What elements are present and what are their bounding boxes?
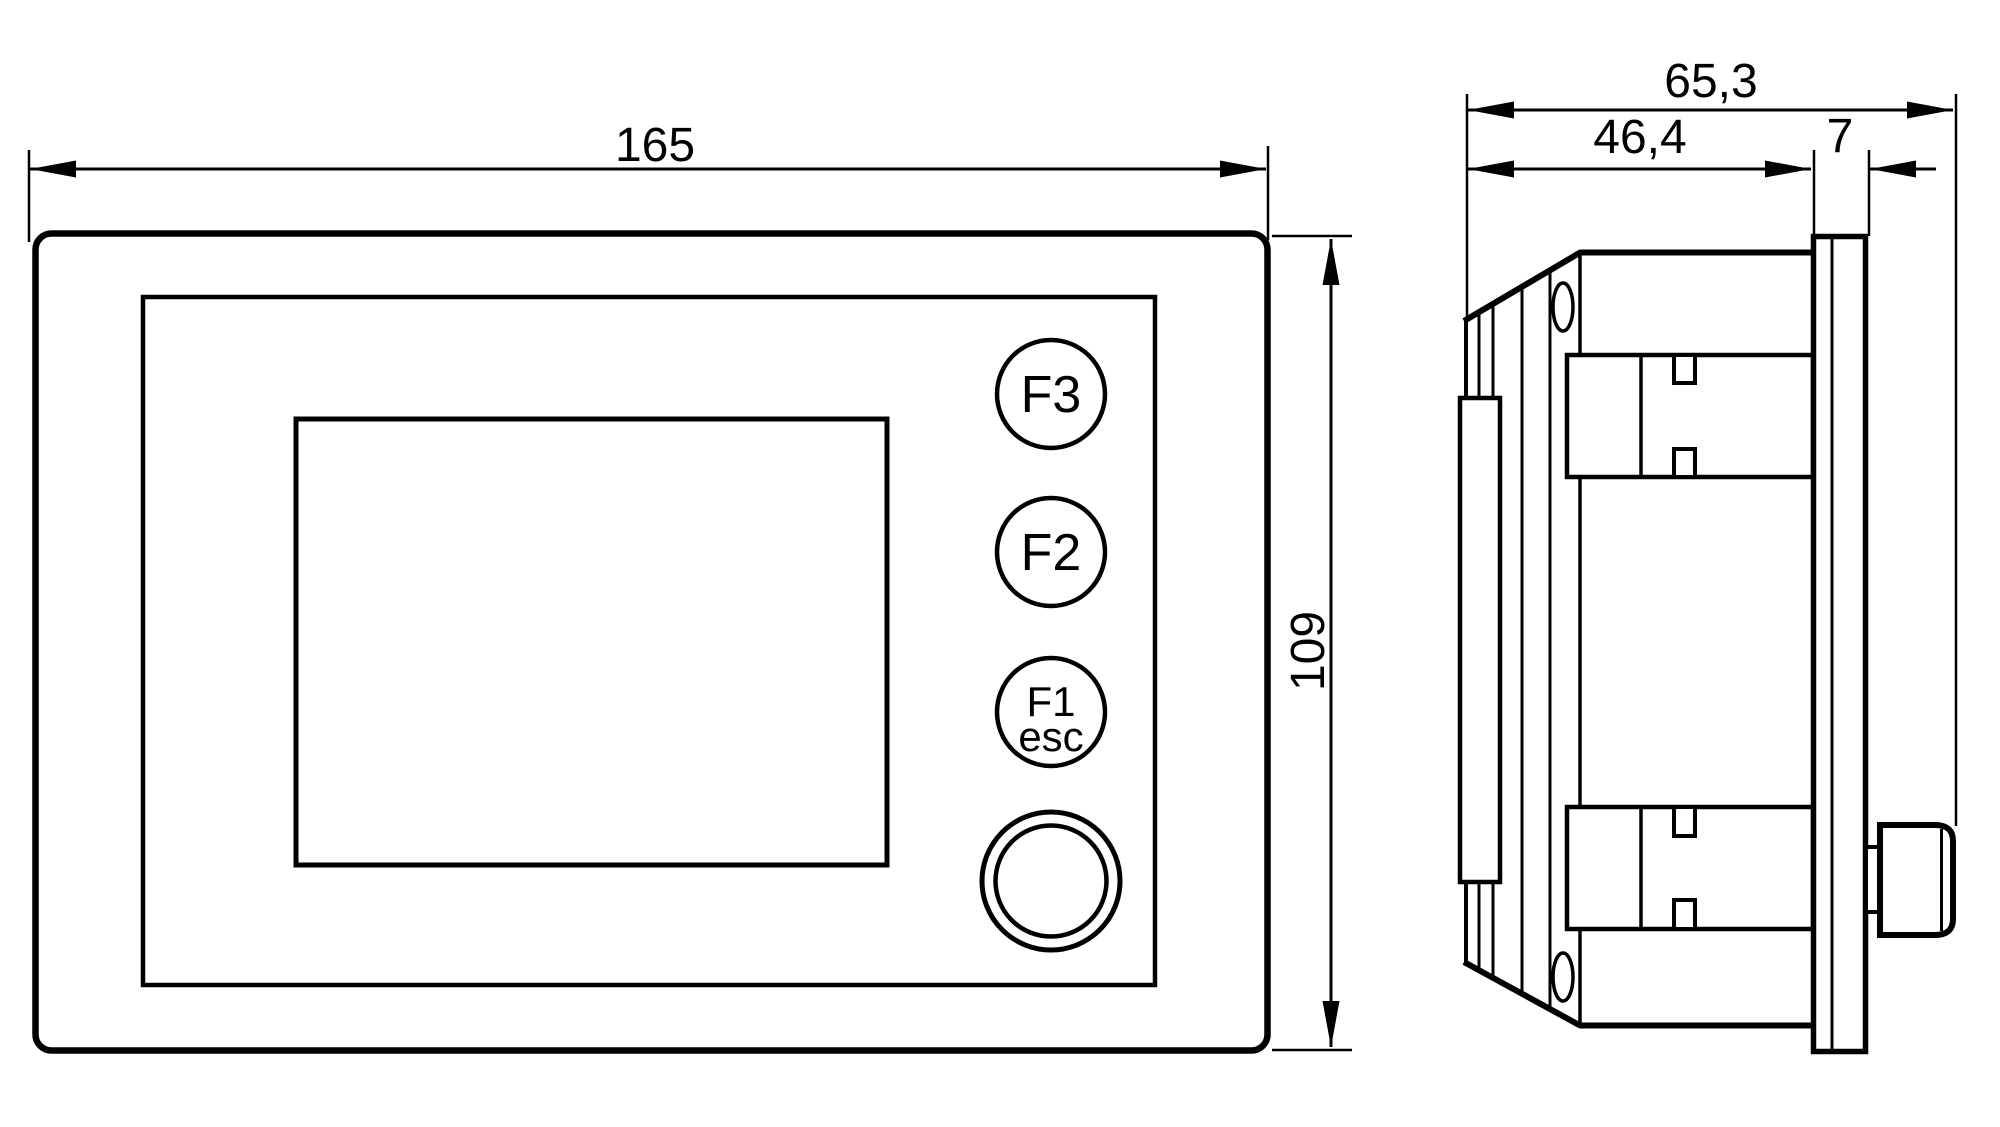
clip-notch: [1672, 898, 1697, 931]
screw-hole-top: [1551, 281, 1575, 333]
front-housing-outline: [32, 230, 1271, 1054]
bezel-plate-outline: [1810, 233, 1869, 1055]
rear-terminal-block: [1457, 395, 1503, 885]
rotary-knob-drawing: [979, 809, 1123, 953]
arrowhead-right-icon: [1765, 160, 1811, 178]
arrowhead-left-icon: [30, 160, 76, 178]
front-height-label: 109: [1282, 611, 1335, 691]
clip-notch: [1672, 353, 1697, 385]
screw-hole-bottom: [1551, 951, 1575, 1003]
knob-outer-circle: [979, 809, 1123, 953]
front-width-label: 165: [615, 119, 695, 172]
front-height-dimension: 109: [1272, 234, 1352, 1052]
side-bezel-plate: [1810, 233, 1869, 1055]
side-view: 65,3 46,4 7: [1457, 55, 1958, 1055]
arrowhead-right-icon: [1220, 160, 1266, 178]
knob-body: [1877, 822, 1956, 938]
front-width-dimension: 165: [27, 119, 1270, 242]
arrowhead-left-icon: [1468, 101, 1514, 119]
arrowhead-left-icon: [1870, 160, 1916, 178]
arrowhead-right-icon: [1907, 101, 1953, 119]
clip-notch: [1672, 805, 1697, 838]
f3-key-drawing: F3: [994, 337, 1108, 451]
f3-key-label: F3: [1021, 366, 1082, 424]
f3-key-circle: [994, 337, 1108, 451]
side-body-depth-label: 46,4: [1593, 111, 1686, 164]
f2-key-circle: [994, 495, 1108, 609]
f1-key-label: F1: [1026, 678, 1075, 725]
f2-key-drawing: F2: [994, 495, 1108, 609]
side-total-depth-label: 65,3: [1664, 55, 1757, 108]
body-bottom-bevel: [1462, 959, 1583, 1029]
side-total-depth-dimension: 65,3: [1465, 55, 1958, 826]
side-bezel-thickness-dimension: 7: [1827, 110, 1936, 236]
front-view: 165 109 F3 F2 F1 es: [27, 119, 1352, 1054]
side-body-outline: [1462, 249, 1813, 1029]
side-bezel-thickness-label: 7: [1827, 110, 1854, 163]
clip-notch: [1672, 447, 1697, 479]
mounting-clip-bottom: [1564, 804, 1816, 932]
f2-key-label: F2: [1021, 524, 1082, 582]
esc-key-label: esc: [1018, 713, 1083, 760]
side-body-depth-dimension: 46,4: [1468, 111, 1816, 236]
arrowhead-down-icon: [1322, 1001, 1340, 1047]
arrowhead-up-icon: [1322, 239, 1340, 285]
side-knob-drawing: [1864, 822, 1956, 938]
knob-inner-circle: [993, 823, 1109, 939]
front-bezel-outline: [140, 294, 1158, 988]
display-screen-outline: [293, 416, 890, 868]
f1-esc-key-circle: [994, 655, 1108, 769]
arrowhead-left-icon: [1468, 160, 1514, 178]
f1-esc-key-drawing: F1 esc: [994, 655, 1108, 769]
body-top-bevel: [1462, 249, 1583, 324]
mounting-clip-top: [1564, 352, 1816, 480]
